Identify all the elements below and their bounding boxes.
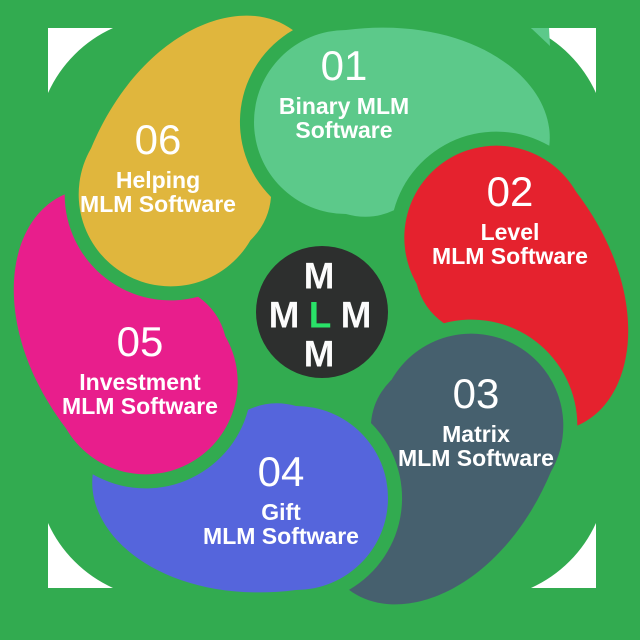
center-mlm-badge: M M L M M (256, 246, 388, 378)
badge-letter-mid-left: M (268, 294, 300, 336)
segment-01-tail-sliver (531, 28, 550, 46)
badge-letter-top: M (303, 255, 335, 297)
badge-letter-bottom: M (303, 333, 335, 375)
corner-cutout-bottom-right (531, 523, 596, 588)
corner-cutout-bottom-left (48, 523, 113, 588)
corner-cutout-top-left (48, 28, 113, 93)
badge-letter-mid-center: L (308, 294, 332, 336)
badge-letter-mid-right: M (340, 294, 372, 336)
corner-cutout-top-right (531, 28, 596, 93)
